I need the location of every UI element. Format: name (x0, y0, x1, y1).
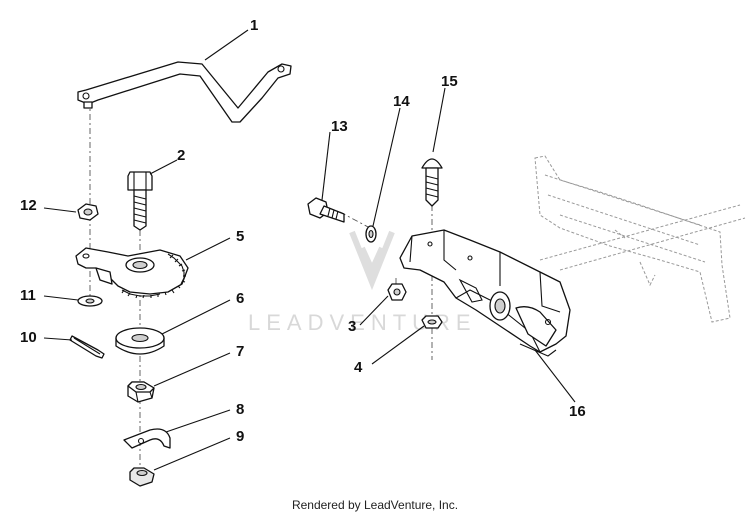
part-nut-7 (127, 381, 155, 403)
callout-10: 10 (20, 329, 37, 346)
leader-lines (43, 29, 576, 471)
part-bolt-2 (127, 171, 153, 231)
part-washer-14 (365, 225, 377, 243)
footer-credit: Rendered by LeadVenture, Inc. (291, 498, 459, 512)
part-nut-9 (129, 467, 155, 487)
part-steering-rod (77, 61, 292, 123)
callout-5: 5 (236, 228, 244, 245)
callout-4: 4 (354, 359, 363, 376)
callout-15: 15 (441, 73, 458, 90)
part-nut-12 (77, 203, 99, 221)
part-nut-3 (387, 283, 407, 301)
callout-12: 12 (20, 197, 37, 214)
callouts: 1 2 3 4 5 6 7 8 9 10 11 12 13 14 15 16 (20, 17, 586, 445)
callout-11: 11 (20, 287, 36, 304)
part-washer-11 (77, 295, 103, 307)
part-gear-sector (75, 247, 189, 299)
callout-2: 2 (177, 147, 185, 164)
callout-1: 1 (250, 17, 258, 34)
callout-3: 3 (348, 318, 356, 335)
phantom-frame (534, 155, 746, 323)
part-cotter-pin-10 (69, 335, 105, 359)
callout-16: 16 (569, 403, 586, 420)
callout-7: 7 (236, 343, 244, 360)
part-spacer-6 (115, 327, 165, 355)
part-bracket-16 (399, 229, 571, 357)
part-nut-4 (421, 315, 443, 329)
callout-14: 14 (393, 93, 410, 110)
part-clip-8 (123, 428, 171, 449)
callout-6: 6 (236, 290, 244, 307)
part-bolt-13 (307, 197, 345, 223)
callout-13: 13 (331, 118, 348, 135)
part-bolt-15 (421, 158, 443, 207)
callout-9: 9 (236, 428, 244, 445)
callout-8: 8 (236, 401, 244, 418)
